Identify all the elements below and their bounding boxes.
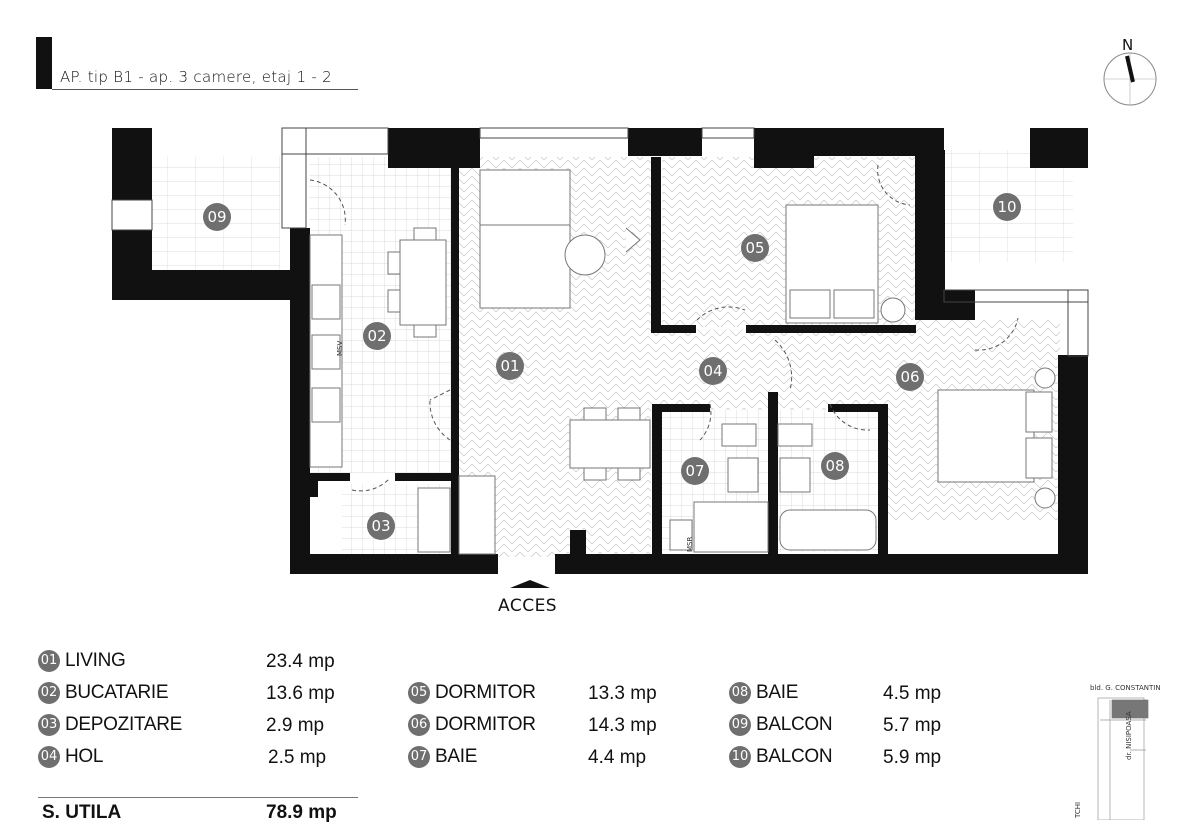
legend-room-name: DEPOZITARE (65, 714, 182, 735)
room-badge-10: 10 (993, 193, 1021, 221)
room-badge-4: 04 (699, 357, 727, 385)
legend-room-area: 5.7 mp (883, 715, 942, 736)
title-underline (52, 89, 358, 90)
legend-room-name: LIVING (65, 650, 126, 671)
legend-badge: 10 (729, 746, 751, 768)
room-badge-5: 05 (741, 234, 769, 262)
north-compass-icon (1103, 52, 1157, 106)
north-label: N (1122, 36, 1134, 54)
room-badge-6: 06 (896, 363, 924, 391)
legend-badge: 04 (38, 746, 60, 768)
legend-room-name: BAIE (756, 682, 799, 703)
legend-room-area: 2.5 mp (268, 747, 327, 768)
legend-room-area: 23.4 mp (266, 651, 335, 672)
legend-badge: 03 (38, 714, 60, 736)
legend-badge: 02 (38, 682, 60, 704)
total-divider (38, 797, 358, 798)
door-swings (309, 164, 1019, 492)
room-badge-3: 03 (367, 512, 395, 540)
legend-room-name: BALCON (756, 714, 833, 735)
legend-badge: 06 (408, 714, 430, 736)
legend-room-name: BALCON (756, 746, 833, 767)
room-badge-1: 01 (496, 352, 524, 380)
legend-badge: 05 (408, 682, 430, 704)
legend-room-name: BAIE (435, 746, 478, 767)
legend-room-area: 14.3 mp (588, 715, 657, 736)
plan-title: AP. tip B1 - ap. 3 camere, etaj 1 - 2 (60, 68, 332, 86)
legend-badge: 07 (408, 746, 430, 768)
meter-label-kitchen: MSV (336, 340, 344, 356)
room-badge-9: 09 (203, 203, 231, 231)
legend-badge: 01 (38, 650, 60, 672)
legend-room-area: 5.9 mp (883, 747, 942, 768)
room-badge-7: 07 (681, 457, 709, 485)
title-bar (36, 37, 52, 89)
site-map-street-top: bld. G. CONSTANTIN (1090, 684, 1161, 692)
entrance-arrow (510, 580, 550, 588)
walls (112, 128, 1088, 574)
meter-label-bath: MSR (686, 536, 694, 552)
legend-room-area: 4.5 mp (883, 683, 942, 704)
total-value: 78.9 mp (266, 802, 337, 823)
legend-room-area: 2.9 mp (266, 715, 325, 736)
entrance-label: ACCES (498, 596, 558, 616)
legend-room-area: 13.3 mp (588, 683, 657, 704)
legend-room-name: HOL (65, 746, 104, 767)
site-map-street-right: dr. NISIPOASA (1125, 711, 1133, 760)
legend-room-name: DORMITOR (435, 682, 536, 703)
legend-room-area: 13.6 mp (266, 683, 335, 704)
legend-badge: 09 (729, 714, 751, 736)
site-map (1097, 697, 1149, 820)
site-map-street-left: TCHI (1074, 801, 1082, 818)
legend-room-area: 4.4 mp (588, 747, 647, 768)
legend-room-name: DORMITOR (435, 714, 536, 735)
total-label: S. UTILA (42, 802, 122, 823)
room-badge-8: 08 (821, 452, 849, 480)
room-badge-2: 02 (363, 322, 391, 350)
furniture (309, 169, 1056, 555)
windows (111, 127, 1089, 357)
legend-room-name: BUCATARIE (65, 682, 169, 703)
legend-badge: 08 (729, 682, 751, 704)
